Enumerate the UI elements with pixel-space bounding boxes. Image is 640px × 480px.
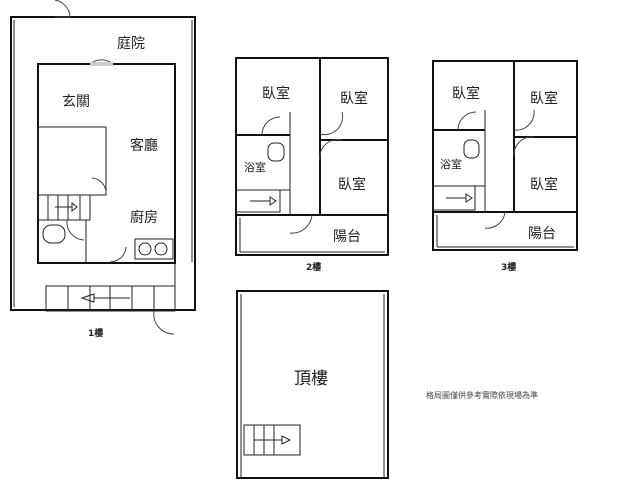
room-bathroom: 浴室	[244, 160, 266, 174]
floor-1-label: 1樓	[88, 327, 103, 339]
disclaimer-note: 格局圖僅供參考實際依現場為準	[426, 390, 538, 400]
roof-plan: 頂樓	[236, 290, 389, 479]
room-courtyard: 庭院	[117, 35, 145, 52]
room-kitchen: 廚房	[130, 209, 158, 226]
roof-label: 頂樓	[294, 369, 328, 389]
room-entrance: 玄關	[62, 93, 90, 110]
stove-icon	[134, 238, 174, 260]
room-bedroom: 臥室	[338, 176, 366, 193]
room-bedroom: 臥室	[452, 85, 480, 102]
room-bathroom: 浴室	[440, 157, 462, 171]
room-bedroom: 臥室	[262, 85, 290, 102]
room-balcony: 陽台	[333, 229, 361, 245]
floor-3-plan: 臥室 臥室 臥室 浴室 陽台 3樓	[432, 60, 578, 273]
room-bedroom: 臥室	[530, 176, 558, 193]
floor-2-label: 2樓	[306, 261, 321, 273]
floor-1-plan: 庭院 玄關 客廳 廚房 1樓	[10, 0, 196, 339]
room-bedroom: 臥室	[340, 90, 368, 107]
toilet-icon	[42, 224, 66, 244]
floor-2-plan: 臥室 臥室 臥室 浴室 陽台 2樓	[235, 57, 389, 273]
room-bedroom: 臥室	[530, 90, 558, 107]
room-living: 客廳	[130, 137, 158, 154]
room-balcony: 陽台	[528, 226, 556, 242]
floor-3-label: 3樓	[501, 261, 516, 273]
